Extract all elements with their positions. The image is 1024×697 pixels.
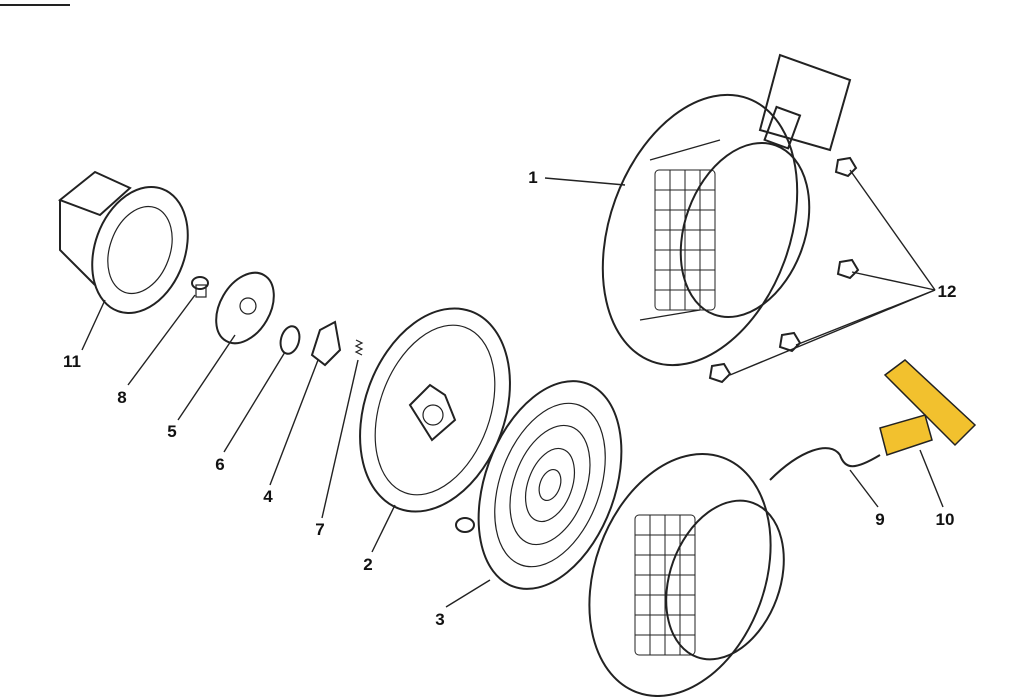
part-8-screw — [191, 276, 209, 298]
callout-12: 12 — [937, 282, 957, 301]
part-11-cup — [58, 170, 189, 314]
part-2-reel — [359, 307, 511, 513]
callout-7: 7 — [315, 520, 325, 539]
callout-6: 6 — [215, 455, 225, 474]
assembled-housing — [588, 452, 785, 697]
callout-11: 11 — [63, 352, 81, 371]
part-9-rope — [769, 447, 881, 481]
part-3-spiral-spring — [455, 380, 623, 590]
callout-9: 9 — [875, 510, 885, 529]
part-12-bolts — [708, 156, 860, 384]
callout-3: 3 — [435, 610, 445, 629]
callout-10: 10 — [935, 510, 955, 529]
callout-5: 5 — [167, 422, 177, 441]
callout-1: 1 — [528, 168, 538, 187]
leader-lines — [81, 169, 944, 608]
part-6-ring — [279, 325, 301, 355]
part-4-pawl — [310, 320, 342, 367]
part-7-spring — [354, 339, 364, 356]
callout-2: 2 — [363, 555, 373, 574]
part-1-housing — [601, 53, 852, 367]
part-5-plate — [215, 271, 275, 345]
part-10-handle — [879, 359, 977, 456]
callout-4: 4 — [263, 487, 273, 506]
callout-8: 8 — [117, 388, 127, 407]
